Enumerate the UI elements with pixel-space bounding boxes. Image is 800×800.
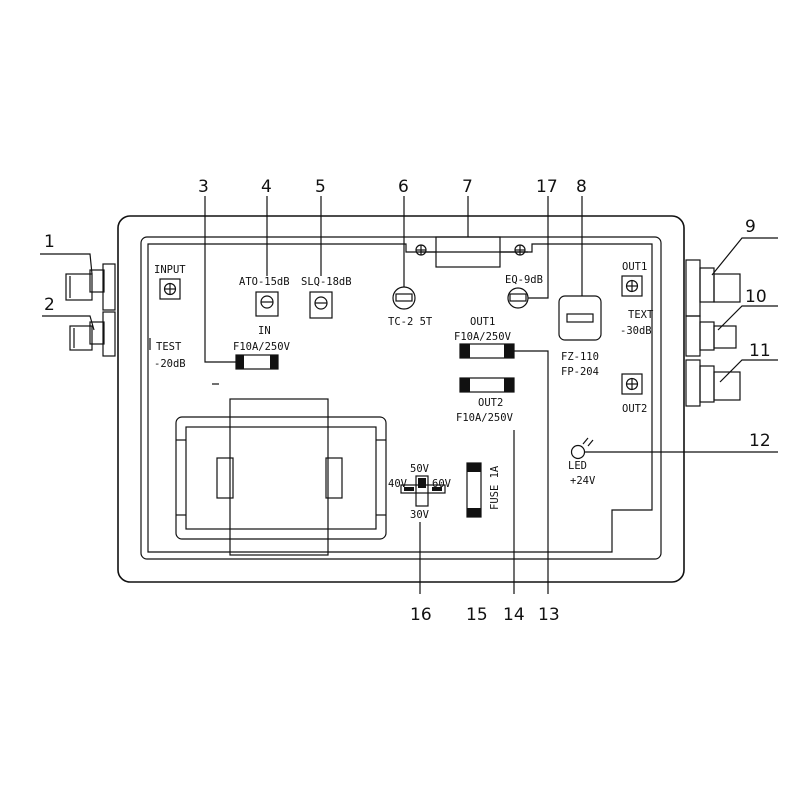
callout-10: 10 [745,287,767,307]
text-db-label: -30dB [620,325,652,337]
callout-7: 7 [462,177,473,197]
slq-trimmer-icon [314,296,328,310]
tc-trimmer[interactable] [392,286,416,310]
out2-connector[interactable] [685,359,741,407]
input-terminal[interactable] [159,278,181,300]
callout-6: 6 [398,177,409,197]
led-label: LED [568,460,587,472]
out1-fuse[interactable] [459,343,515,359]
test-connector[interactable] [69,311,116,357]
transformer [175,398,387,556]
out1-fuse-rating: F10A/250V [454,331,512,343]
callout-15: 15 [466,605,488,625]
input-terminal-screw-icon [163,282,177,296]
tc-label: TC-2 5T [388,316,433,328]
enclosure-inner [140,236,662,560]
callout-9: 9 [745,217,756,237]
eq-trimmer[interactable] [507,287,529,309]
callout-16: 16 [410,605,432,625]
mounting-screw-left-icon [415,244,427,256]
callout-8: 8 [576,177,587,197]
out1-fuse-label: OUT1 [470,316,495,328]
fuse-1a-label: FUSE 1A [489,465,501,510]
out2-terminal[interactable] [621,373,643,395]
callout-1: 1 [44,232,55,252]
out2-fuse-rating: F10A/250V [456,412,514,424]
input-label: INPUT [154,264,186,276]
voltage-50v: 50V [410,463,430,475]
out1-connector[interactable] [685,259,741,317]
out2-fuse[interactable] [459,377,515,393]
circuit-board-outline [147,243,653,553]
callout-5: 5 [315,177,326,197]
out1-terminal[interactable] [621,275,643,297]
mounting-screw-right-icon [514,244,526,256]
out2-label: OUT2 [622,403,647,415]
callout-12: 12 [749,431,771,451]
in-label: IN [258,325,271,337]
callout-3: 3 [198,177,209,197]
callout-17: 17 [536,177,558,197]
callout-2: 2 [44,295,55,315]
fz-switch-slot [566,313,594,323]
text-label: TEXT [628,309,654,321]
out2-fuse-label: OUT2 [478,397,503,409]
out2-terminal-screw-icon [625,377,639,391]
led-icon [570,437,594,460]
callout-14: 14 [503,605,525,625]
main-fuse[interactable] [235,354,279,370]
fz-label: FZ-110 [561,351,599,363]
out1-label: OUT1 [622,261,647,273]
callout-4: 4 [261,177,272,197]
eq-label: EQ-9dB [505,274,543,286]
test-label: TEST [156,341,182,353]
callout-11: 11 [749,341,771,361]
enclosure-outer [117,215,685,583]
input-connector[interactable] [65,263,116,311]
out1-terminal-screw-icon [625,279,639,293]
fuse-1a[interactable] [466,462,482,518]
main-fuse-rating: F10A/250V [233,341,291,353]
fz-switch[interactable] [558,295,602,341]
led-voltage-label: +24V [570,475,596,487]
ato-trimmer[interactable] [255,291,279,317]
voltage-40v: 40V [388,478,408,490]
ato-label: ATO-15dB [239,276,290,288]
ato-trimmer-icon [260,295,274,309]
callout-13: 13 [538,605,560,625]
leader-lines [40,196,778,594]
voltage-selector[interactable] [400,475,446,507]
slq-trimmer[interactable] [309,291,333,319]
text-connector[interactable] [685,315,737,357]
voltage-30v: 30V [410,509,430,521]
test-db-label: -20dB [154,358,186,370]
fp-label: FP-204 [561,366,599,378]
slq-label: SLQ-18dB [301,276,352,288]
